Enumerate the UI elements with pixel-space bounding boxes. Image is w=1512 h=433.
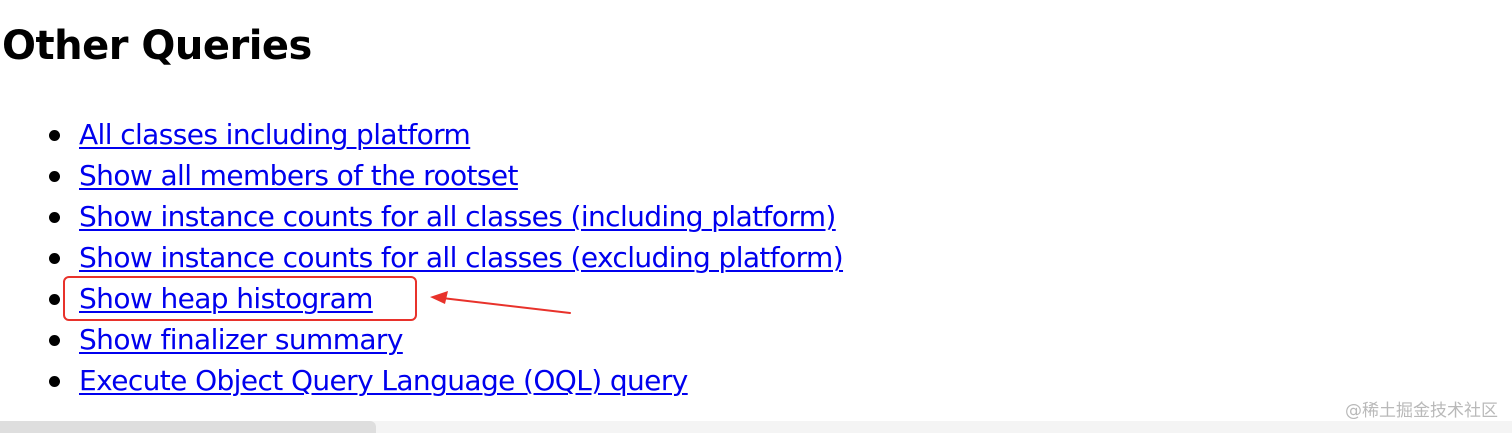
list-item: Show instance counts for all classes (in… <box>0 196 843 237</box>
bullet-icon <box>49 376 60 387</box>
bullet-icon <box>49 171 60 182</box>
bullet-icon <box>49 294 60 305</box>
show-heap-histogram-link[interactable]: Show heap histogram <box>79 282 373 315</box>
bullet-icon <box>49 335 60 346</box>
list-item: Show all members of the rootset <box>0 155 843 196</box>
list-item: Show instance counts for all classes (ex… <box>0 237 844 278</box>
list-item: Show finalizer summary <box>0 319 843 360</box>
instance-counts-excluding-platform-link[interactable]: Show instance counts for all classes (ex… <box>79 241 844 274</box>
bullet-icon <box>49 253 60 264</box>
page-title: Other Queries <box>2 23 312 69</box>
bullet-icon <box>49 212 60 223</box>
show-rootset-members-link[interactable]: Show all members of the rootset <box>79 159 519 192</box>
other-queries-list: All classes including platform Show all … <box>0 114 844 401</box>
list-item: Execute Object Query Language (OQL) quer… <box>0 360 843 401</box>
bullet-icon <box>49 130 60 141</box>
list-item: Show heap histogram <box>0 278 843 319</box>
horizontal-scrollbar[interactable] <box>0 421 1512 433</box>
list-item: All classes including platform <box>0 114 843 155</box>
scrollbar-thumb[interactable] <box>0 421 376 433</box>
execute-oql-query-link[interactable]: Execute Object Query Language (OQL) quer… <box>79 364 688 397</box>
instance-counts-including-platform-link[interactable]: Show instance counts for all classes (in… <box>79 200 836 233</box>
watermark: @稀土掘金技术社区 <box>1345 401 1498 421</box>
show-finalizer-summary-link[interactable]: Show finalizer summary <box>79 323 403 356</box>
all-classes-including-platform-link[interactable]: All classes including platform <box>79 118 471 151</box>
